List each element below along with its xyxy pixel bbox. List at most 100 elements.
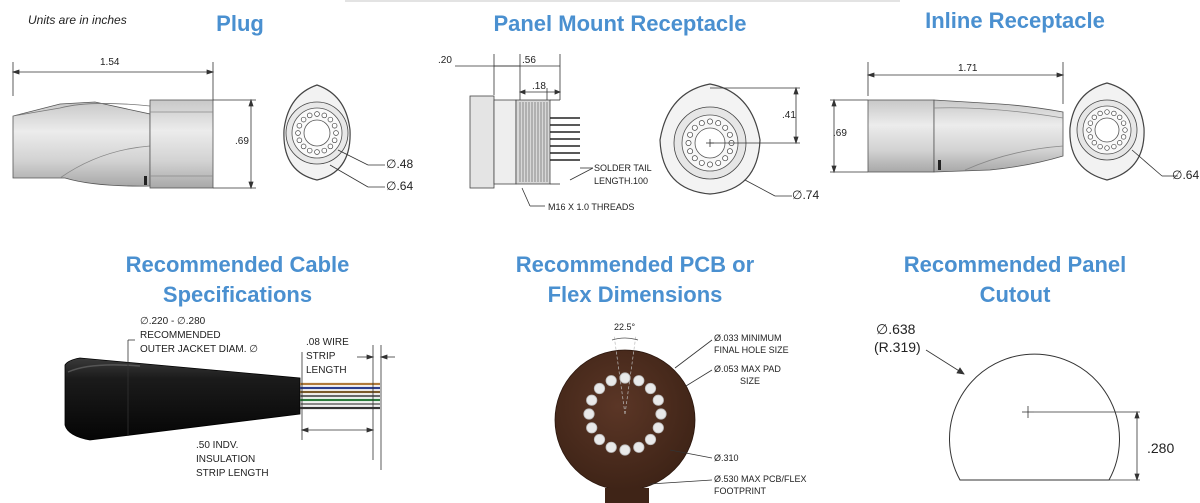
pin-contact (333, 130, 339, 136)
solder-tail-label-1: SOLDER TAIL (594, 163, 652, 173)
pin-contact (321, 112, 328, 119)
pin-contact (296, 122, 303, 129)
panel-mount-dim-body: .56 (522, 55, 536, 66)
pin-contact (1104, 109, 1110, 115)
panel-cutout-drawing (925, 349, 1140, 482)
hole-size-label-2: FINAL HOLE SIZE (714, 345, 789, 355)
pcb-pad (583, 408, 595, 420)
pcb-pad (633, 375, 645, 387)
pin-contact (314, 149, 320, 155)
pin-contact (1086, 127, 1092, 133)
pin-contact (698, 159, 705, 166)
pin-contact (722, 124, 729, 131)
pin-contact (314, 111, 320, 117)
panel-mount-title: Panel Mount Receptacle (493, 11, 747, 36)
pcb-pad (652, 394, 664, 406)
pin-contact (1122, 127, 1128, 133)
inline-title: Inline Receptacle (925, 8, 1105, 33)
pcb-pad (593, 433, 606, 446)
panel-mount-dim-flange: .20 (438, 55, 452, 66)
pcb-pad (652, 422, 664, 434)
pin-contact (306, 112, 313, 119)
pin-contact (691, 155, 698, 162)
pin-contact (1111, 110, 1117, 117)
pin-contact (1087, 120, 1094, 126)
pin-contact (331, 122, 338, 129)
pin-contact (698, 120, 705, 127)
pin-contact (1120, 134, 1127, 140)
plug-dim-outer-diam: ∅.64 (386, 179, 414, 193)
pin-contact (1104, 145, 1110, 151)
inline-side-view (830, 62, 1065, 174)
pin-contact (296, 137, 303, 144)
pin-contact (300, 116, 307, 123)
pin-contact (687, 148, 694, 155)
pcb-pad (593, 382, 606, 395)
insulation-label-1: .50 INDV. (196, 440, 239, 451)
plug-dim-length: 1.54 (100, 57, 120, 68)
pcb-pad (619, 372, 631, 384)
inline-dim-height: .69 (833, 128, 847, 139)
pin-contact (306, 147, 313, 154)
panel-mount-dim-tail: .18 (532, 81, 546, 92)
threads-label: M16 X 1.0 THREADS (548, 202, 635, 212)
pad-size-label-1: Ø.053 MAX PAD (714, 364, 781, 374)
pin-contact (1117, 114, 1123, 120)
pcb-pad (655, 408, 667, 420)
pin-contact (327, 143, 334, 150)
pin-contact (726, 131, 733, 138)
pcb-title-2: Flex Dimensions (547, 282, 723, 307)
footprint-label-2: FOOTPRINT (714, 486, 766, 496)
panel-mount-front-view (659, 83, 800, 197)
pin-contact (707, 118, 713, 125)
pin-contact (300, 143, 307, 150)
cable-drawing (64, 339, 395, 470)
pin-contact (1087, 134, 1094, 140)
hole-size-label-1: Ø.033 MINIMUM (714, 333, 782, 343)
footprint-label-1: Ø.530 MAX PCB/FLEX (714, 474, 807, 484)
pin-contact (715, 120, 722, 127)
panel-mount-side-view (455, 54, 594, 207)
pin-contact (707, 161, 713, 168)
pcb-pad (619, 444, 631, 456)
cable-title-2: Specifications (162, 282, 313, 307)
plug-side-view (11, 62, 256, 190)
cutout-radius: (R.319) (874, 339, 921, 355)
cutout-flat: .280 (1147, 440, 1175, 456)
pcb-angle: 22.5° (614, 322, 636, 332)
wire-strip-label-3: LENGTH (306, 365, 347, 376)
cutout-diam: ∅.638 (876, 321, 916, 337)
pin-contact (321, 147, 328, 154)
pcb-drawing (554, 334, 713, 503)
pin-contact (1120, 120, 1127, 126)
pcb-pad (586, 422, 598, 434)
circle-diam-label: Ø.310 (714, 453, 739, 463)
plug-dim-inner-diam: ∅.48 (386, 157, 414, 171)
pin-contact (331, 137, 338, 144)
pin-contact (1117, 140, 1123, 146)
panel-mount-dim-offset: .41 (782, 110, 796, 121)
pin-contact (327, 116, 334, 123)
pin-contact (687, 131, 694, 138)
pin-contact (1091, 114, 1097, 120)
pcb-title-1: Recommended PCB or (515, 252, 755, 277)
pcb-pad (605, 441, 617, 453)
pcb-pad (644, 382, 657, 395)
pcb-pad (633, 441, 645, 453)
jacket-label-2: RECOMMENDED (140, 330, 221, 341)
solder-tail-label-2: LENGTH.100 (594, 176, 649, 186)
pin-contact (685, 140, 692, 146)
cable-title-1: Recommended Cable (125, 252, 350, 277)
plug-dim-height: .69 (235, 136, 249, 147)
pcb-pad (586, 394, 598, 406)
insulation-label-3: STRIP LENGTH (196, 468, 269, 479)
pin-contact (1111, 143, 1117, 150)
inline-dim-length: 1.71 (958, 63, 978, 74)
panel-mount-dim-diam: ∅.74 (792, 188, 820, 202)
inline-dim-diam: ∅.64 (1172, 168, 1200, 182)
insulation-label-2: INSULATION (196, 454, 256, 465)
plug-front-view (283, 84, 385, 188)
pin-contact (1097, 110, 1103, 117)
jacket-label-1: ∅.220 - ∅.280 (140, 316, 206, 327)
